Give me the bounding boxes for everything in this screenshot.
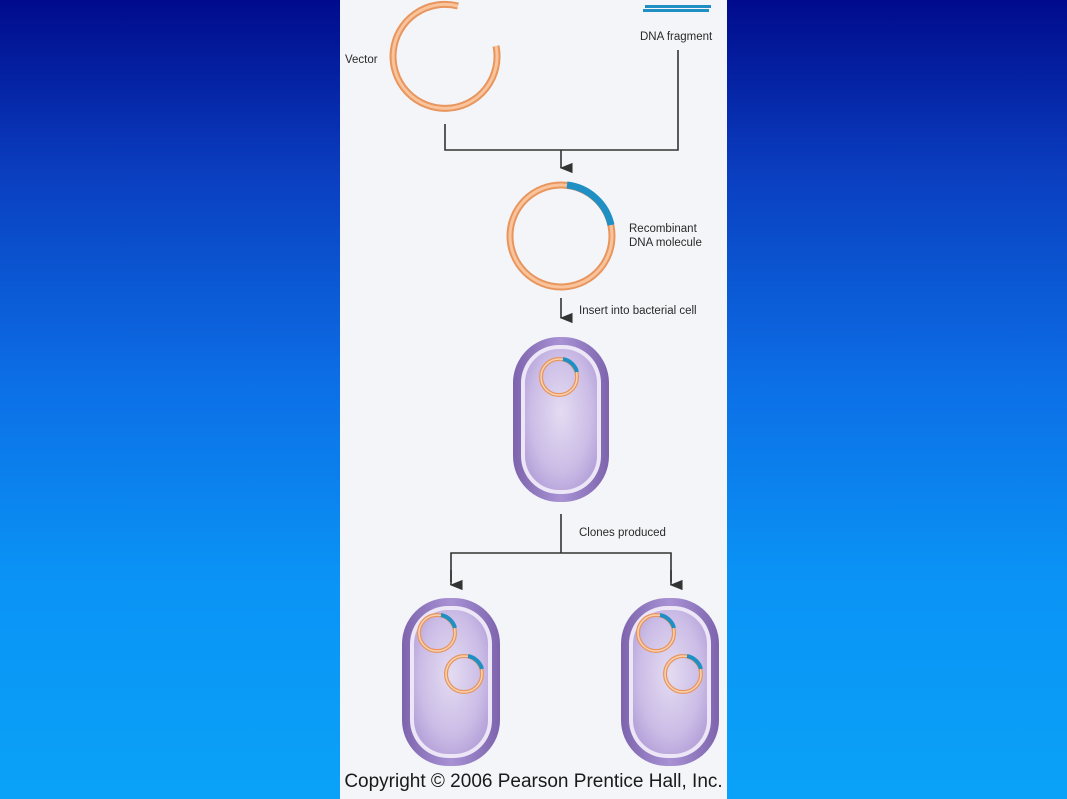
cloning-diagram: Vector DNA fragment Recombinant DNA mole… [345, 0, 719, 766]
recombinant-label-line1: Recombinant [629, 223, 698, 235]
cell-plasmid [539, 357, 579, 397]
copyright-text: Copyright © 2006 Pearson Prentice Hall, … [344, 771, 723, 792]
clone-plasmid [444, 654, 484, 694]
bacterial-cell [513, 337, 609, 502]
clone-cell-right [621, 598, 719, 766]
clone-plasmid [663, 654, 703, 694]
insert-label: Insert into bacterial cell [579, 305, 697, 317]
clone-plasmid [636, 613, 676, 653]
clone-cell-left [402, 598, 500, 766]
dna-fragment [643, 5, 711, 12]
figure-panel: Vector DNA fragment Recombinant DNA mole… [340, 0, 727, 799]
clones-label: Clones produced [579, 527, 666, 539]
recombinant-label-line2: DNA molecule [629, 237, 702, 249]
clone-plasmid [417, 613, 457, 653]
dna-fragment-label: DNA fragment [640, 31, 713, 43]
recombinant-plasmid [506, 181, 616, 291]
clones-connector [449, 514, 683, 591]
vector-plasmid [389, 0, 501, 112]
vector-label: Vector [345, 54, 378, 66]
merge-connector [444, 50, 679, 174]
